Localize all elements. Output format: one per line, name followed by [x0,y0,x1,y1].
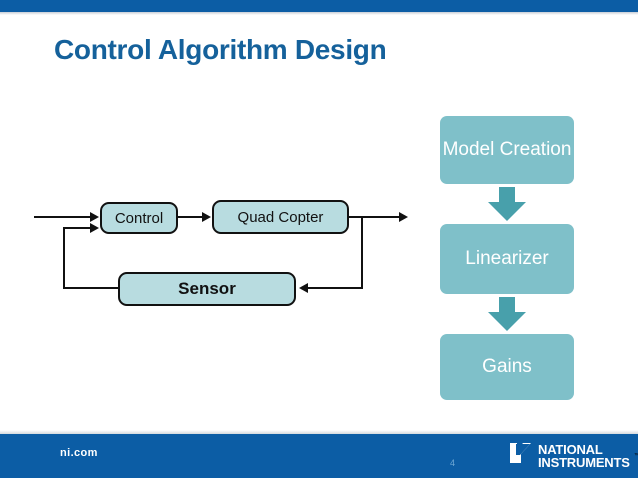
ni-logo-line1: NATIONAL [538,441,603,457]
ni-eagle-mark-icon [508,440,534,471]
wire-quad-to-output [349,216,401,218]
arrowhead-input-to-control [90,212,99,222]
footer-bar [0,434,638,478]
wire-input-to-control [34,216,92,218]
wire-control-to-quad [178,216,204,218]
down-arrow-icon [488,297,526,331]
block-control-label: Control [114,209,164,227]
down-arrow-icon [488,187,526,221]
arrowhead-output [399,212,408,222]
wire-branch-to-sensor [308,287,363,289]
wire-sensor-to-feedback-left [63,287,120,289]
block-quad-copter-label: Quad Copter [237,208,324,226]
footer-website[interactable]: ni.com [60,447,98,459]
arrowhead-feedback-to-control [90,223,99,233]
arrowhead-control-to-quad [202,212,211,222]
wire-feedback-into-control [63,227,93,229]
flow-step-linearizer[interactable]: Linearizer [440,224,574,294]
wire-feedback-vertical [63,227,65,289]
page-number: 4 [450,458,456,468]
control-loop-diagram: Control Quad Copter Sensor [0,80,430,410]
top-bar-shadow [0,12,638,15]
block-quad-copter[interactable]: Quad Copter [212,200,349,234]
ni-logo-line2: INSTRUMENTS [538,454,630,470]
ni-logo-trademark: ™ [633,452,638,459]
ni-logo-wordmark: NATIONAL INSTRUMENTS [538,443,630,469]
block-control[interactable]: Control [100,202,178,234]
page-title: Control Algorithm Design [54,34,387,65]
flow-arrow-2 [440,294,574,334]
flow-step-gains[interactable]: Gains [440,334,574,400]
process-flow: Model Creation Linearizer Gains [440,116,574,400]
flow-step-gains-label: Gains [482,356,532,378]
flow-step-model-creation-label: Model Creation [442,139,572,161]
flow-arrow-1 [440,184,574,224]
flow-step-linearizer-label: Linearizer [465,248,549,270]
block-sensor[interactable]: Sensor [118,272,296,306]
top-accent-bar [0,0,638,12]
block-sensor-label: Sensor [178,279,236,298]
flow-step-model-creation[interactable]: Model Creation [440,116,574,184]
ni-logo: NATIONAL INSTRUMENTS ™ [508,440,638,471]
footer-divider [0,430,638,434]
arrowhead-branch-to-sensor [299,283,308,293]
wire-quad-branch-vertical [361,216,363,289]
